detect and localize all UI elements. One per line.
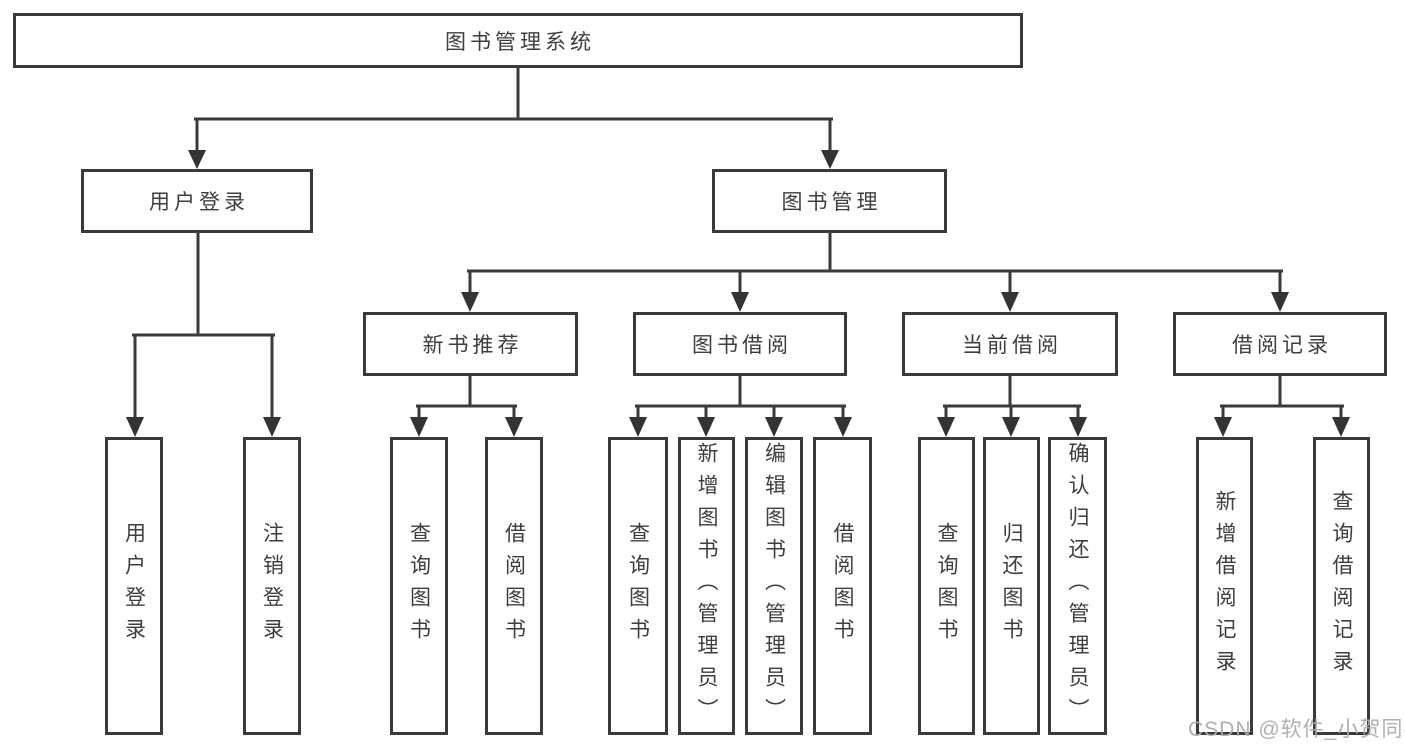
node-label: 借阅图书 bbox=[831, 522, 854, 650]
leaf-query-borrow-record: 查询借阅记录 bbox=[1313, 437, 1370, 735]
node-book-management: 图书管理 bbox=[712, 169, 947, 233]
leaf-query-books-recommend: 查询图书 bbox=[390, 437, 448, 735]
node-label: 图书借阅 bbox=[692, 334, 792, 357]
leaf-logout: 注销登录 bbox=[243, 437, 301, 735]
leaf-query-books-borrow: 查询图书 bbox=[608, 437, 668, 735]
node-label: 编辑图书（管理员） bbox=[762, 442, 786, 730]
node-label: 借阅图书 bbox=[502, 522, 526, 650]
node-label: 用户登录 bbox=[149, 191, 249, 214]
node-label: 查询借阅记录 bbox=[1330, 490, 1353, 682]
node-label: 图书管理 bbox=[781, 191, 882, 214]
node-label: 查询图书 bbox=[407, 522, 431, 650]
node-label: 新书推荐 bbox=[422, 334, 523, 357]
node-label: 图书管理系统 bbox=[445, 30, 595, 54]
node-label: 注销登录 bbox=[260, 522, 284, 650]
leaf-add-borrow-record: 新增借阅记录 bbox=[1196, 437, 1253, 735]
node-user-login: 用户登录 bbox=[81, 169, 313, 233]
node-borrow-records: 借阅记录 bbox=[1173, 312, 1387, 376]
leaf-add-book-admin: 新增图书（管理员） bbox=[678, 437, 735, 735]
node-label: 新增借阅记录 bbox=[1213, 490, 1236, 682]
node-label: 归还图书 bbox=[1000, 522, 1023, 650]
node-book-borrow: 图书借阅 bbox=[633, 312, 847, 376]
leaf-user-login: 用户登录 bbox=[105, 437, 163, 735]
node-label: 新增图书（管理员） bbox=[695, 442, 718, 730]
node-label: 查询图书 bbox=[935, 522, 958, 650]
leaf-borrow-books: 借阅图书 bbox=[813, 437, 872, 735]
node-label: 用户登录 bbox=[122, 522, 146, 650]
node-label: 确认归还（管理员） bbox=[1066, 442, 1089, 730]
leaf-return-book: 归还图书 bbox=[983, 437, 1040, 735]
leaf-confirm-return-admin: 确认归还（管理员） bbox=[1048, 437, 1107, 735]
node-label: 查询图书 bbox=[626, 522, 650, 650]
csdn-watermark: CSDN @软件_小贺同学 bbox=[1188, 718, 1405, 741]
node-current-borrow: 当前借阅 bbox=[902, 312, 1118, 376]
node-label: 当前借阅 bbox=[962, 334, 1062, 357]
node-library-management-system: 图书管理系统 bbox=[13, 13, 1023, 68]
leaf-edit-book-admin: 编辑图书（管理员） bbox=[745, 437, 803, 735]
node-label: 借阅记录 bbox=[1232, 334, 1332, 357]
leaf-query-books-current: 查询图书 bbox=[918, 437, 975, 735]
node-new-book-recommend: 新书推荐 bbox=[363, 312, 578, 376]
leaf-borrow-books-recommend: 借阅图书 bbox=[485, 437, 543, 735]
